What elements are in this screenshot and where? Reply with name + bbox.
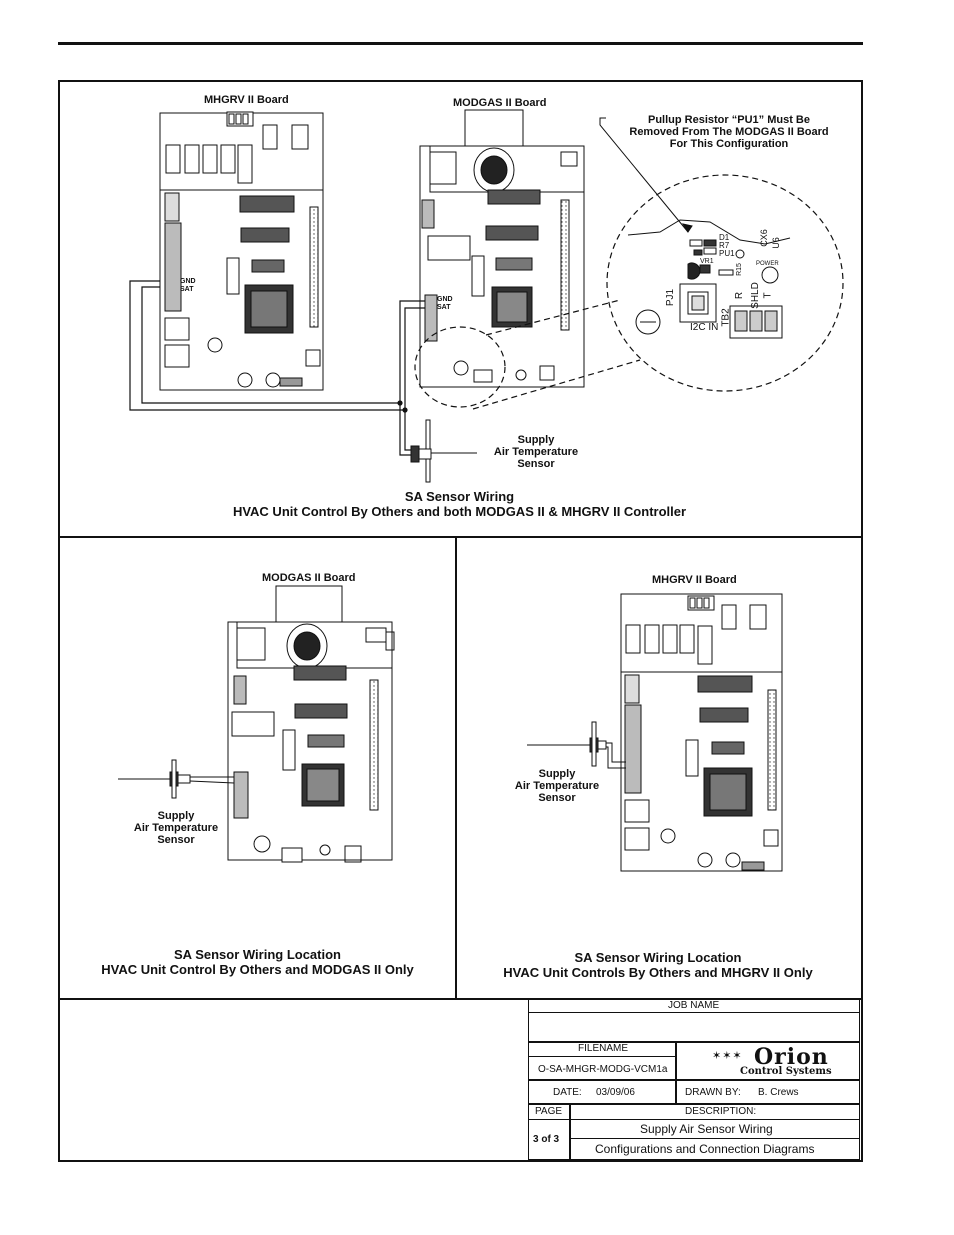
zoom-label-r: R	[734, 291, 746, 300]
title-block-description	[570, 1104, 860, 1160]
job-name-label: JOB NAME	[668, 1000, 720, 1011]
orion-logo-subtitle: Control Systems	[740, 1066, 832, 1077]
zoom-label-vr1: VR1	[700, 258, 714, 265]
top-sensor-label-line-1: Supply	[517, 434, 555, 446]
bottom-left-caption-line-1: SA Sensor Wiring Location	[174, 947, 341, 962]
page-label: PAGE	[535, 1106, 563, 1117]
top-mhgrv-terminal-gnd: GND	[180, 278, 196, 285]
title-block-date	[528, 1080, 676, 1104]
filename-value: O-SA-MHGR-MODG-VCM1a	[538, 1064, 668, 1075]
page-top-rule	[58, 42, 863, 45]
bottom-right-sensor-label-line-3: Sensor	[538, 792, 576, 804]
zoom-label-power: POWER	[756, 261, 779, 267]
title-block-page	[528, 1104, 570, 1160]
zoom-label-t: T	[762, 292, 774, 299]
title-block-filename	[528, 1042, 676, 1080]
modgas-board-top	[419, 109, 585, 388]
sensor-probe-bottom-right	[527, 721, 626, 769]
zoom-label-d1: D1	[719, 233, 730, 242]
zoom-label-pj1: PJ1	[665, 288, 677, 307]
top-caption: SA Sensor Wiring HVAC Unit Control By Ot…	[60, 489, 859, 519]
top-mhgrv-terminal-sat: SAT	[180, 286, 194, 293]
frame-divider-bottom	[58, 998, 861, 1000]
drawing-frame	[58, 80, 863, 1162]
filename-label: FILENAME	[578, 1043, 629, 1054]
top-sensor-label: Supply Air Temperature Sensor	[486, 434, 586, 470]
date-label: DATE:	[553, 1087, 582, 1098]
pullup-resistor-note: Pullup Resistor “PU1” Must Be Removed Fr…	[614, 114, 844, 150]
top-caption-line-1: SA Sensor Wiring	[404, 489, 515, 504]
bottom-left-sensor-label: Supply Air Temperature Sensor	[126, 810, 226, 846]
filename-divider	[528, 1056, 676, 1057]
description-line-1: Supply Air Sensor Wiring	[640, 1122, 773, 1136]
zoom-label-tb2: TB2	[720, 308, 732, 327]
job-name-divider	[528, 1012, 860, 1013]
drawn-by-value: B. Crews	[758, 1087, 799, 1098]
top-modgas-terminal-sat: SAT	[437, 304, 451, 311]
title-block-job-name	[528, 998, 860, 1042]
bottom-left-sensor-label-line-1: Supply	[157, 810, 195, 822]
top-modgas-terminals: GND SAT	[437, 296, 453, 312]
bottom-right-caption-line-2: HVAC Unit Controls By Others and MHGRV I…	[503, 965, 813, 980]
description-label: DESCRIPTION:	[685, 1106, 757, 1117]
zoom-label-r15: R15	[735, 263, 743, 276]
sensor-probe-bottom-left	[118, 759, 235, 799]
bottom-left-modgas-board-label: MODGAS II Board	[262, 572, 356, 584]
drawn-by-label: DRAWN BY:	[685, 1087, 741, 1098]
zoom-label-u6: U6	[770, 237, 781, 249]
bottom-left-caption-line-2: HVAC Unit Control By Others and MODGAS I…	[101, 962, 414, 977]
bottom-right-caption-line-1: SA Sensor Wiring Location	[574, 950, 742, 965]
bottom-right-mhgrv-board-label: MHGRV II Board	[652, 574, 737, 586]
zoom-label-shld: SHLD	[749, 282, 761, 309]
bottom-left-sensor-label-line-2: Air Temperature	[133, 822, 219, 834]
frame-divider-middle	[455, 536, 457, 1000]
top-modgas-terminal-gnd: GND	[437, 296, 453, 303]
top-caption-line-2: HVAC Unit Control By Others and both MOD…	[232, 504, 687, 519]
pullup-note-line-1: Pullup Resistor “PU1” Must Be	[648, 114, 810, 126]
description-line-2: Configurations and Connection Diagrams	[595, 1142, 815, 1156]
zoom-label-r7: R7	[719, 241, 730, 250]
pullup-note-leader	[599, 117, 693, 233]
pullup-note-line-3: For This Configuration	[669, 138, 789, 150]
orion-logo: Orion	[754, 1044, 829, 1070]
mhgrv-board-bottom-right	[620, 593, 783, 872]
page-divider	[528, 1119, 570, 1120]
description-divider-2	[570, 1138, 860, 1139]
sensor-probe-top	[410, 419, 477, 483]
pullup-note-line-2: Removed From The MODGAS II Board	[629, 126, 829, 138]
bottom-right-sensor-label-line-2: Air Temperature	[514, 780, 600, 792]
zoom-label-i2c-in: I2C IN	[690, 322, 719, 333]
date-value: 03/09/06	[596, 1087, 635, 1098]
callout-circles	[414, 174, 844, 410]
bottom-right-sensor-label-line-1: Supply	[538, 768, 576, 780]
zoom-label-pu1: PU1	[719, 249, 735, 258]
zoom-label-cx6: CX6	[758, 229, 769, 247]
bottom-right-caption: SA Sensor Wiring Location HVAC Unit Cont…	[457, 950, 859, 980]
bottom-right-sensor-label: Supply Air Temperature Sensor	[507, 768, 607, 804]
modgas-board-bottom-left	[227, 585, 395, 863]
mhgrv-board-top	[159, 111, 324, 391]
logo-stars-icon: ✶✶✶	[712, 1050, 743, 1062]
description-divider-1	[570, 1119, 860, 1120]
top-sensor-label-line-2: Air Temperature	[493, 446, 579, 458]
bottom-left-sensor-label-line-3: Sensor	[157, 834, 195, 846]
top-sensor-label-line-3: Sensor	[517, 458, 555, 470]
frame-divider-top	[58, 536, 861, 538]
bottom-left-caption: SA Sensor Wiring Location HVAC Unit Cont…	[60, 947, 455, 977]
zoom-detail	[627, 219, 791, 339]
title-block-logo	[676, 1042, 860, 1080]
page-value: 3 of 3	[533, 1134, 560, 1145]
top-mhgrv-board-label: MHGRV II Board	[204, 94, 289, 106]
top-modgas-board-label: MODGAS II Board	[453, 97, 547, 109]
top-mhgrv-terminals: GND SAT	[180, 278, 196, 294]
title-block-drawn-by	[676, 1080, 860, 1104]
